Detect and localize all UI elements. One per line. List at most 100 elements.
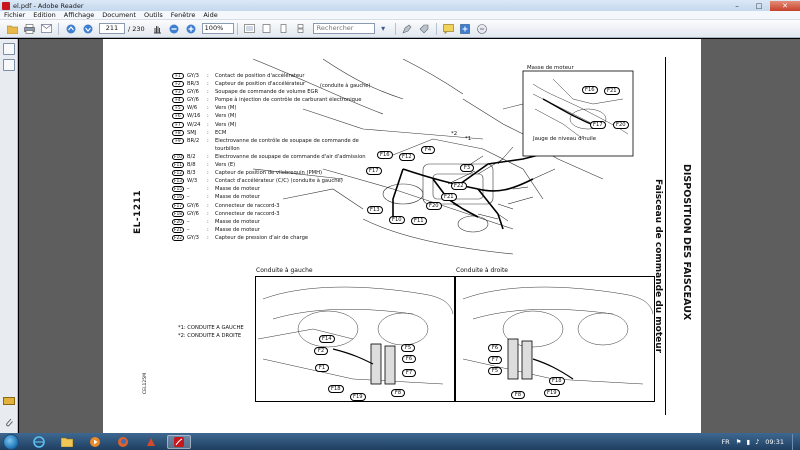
toolbar-separator	[435, 22, 437, 35]
toolbar-separator	[394, 22, 396, 35]
tray-volume-icon[interactable]: ♪	[755, 437, 760, 446]
legend-desc: tourbillon	[215, 145, 240, 152]
legend-desc: Capteur de pression d'air de charge	[215, 234, 309, 241]
callout: F19	[350, 393, 366, 401]
legend-desc: Electrovanne de contrôle de soupape de c…	[215, 137, 359, 144]
email-icon[interactable]	[40, 22, 53, 35]
callout: F18	[328, 385, 344, 393]
figure-code: CEL125M	[143, 373, 148, 394]
menu-document[interactable]: Document	[102, 11, 136, 19]
single-page-icon[interactable]	[277, 22, 290, 35]
adobe-reader-task-icon[interactable]	[167, 434, 191, 449]
side-rule	[665, 57, 666, 415]
firefox-icon[interactable]	[111, 435, 135, 449]
open-file-icon[interactable]	[6, 22, 19, 35]
legend-wire: B/3	[187, 170, 196, 177]
legend-desc: Vers (M)	[215, 121, 237, 128]
tag-icon[interactable]	[418, 22, 431, 35]
minimize-button[interactable]: –	[735, 1, 739, 10]
maximize-button[interactable]: □	[755, 1, 763, 10]
media-player-icon[interactable]	[83, 435, 107, 449]
callout: F20	[426, 202, 442, 210]
legend-row: F15–:Masse de moteur	[172, 186, 260, 193]
toolbar-separator	[236, 22, 238, 35]
legend-code: F20	[172, 218, 184, 225]
legend-wire: W/16	[187, 113, 201, 120]
legend-desc: Masse de moteur	[215, 218, 260, 225]
legend-desc: Connecteur de raccord-3	[215, 202, 280, 209]
hand-tool-icon[interactable]	[151, 22, 164, 35]
menu-fichier[interactable]: Fichier	[4, 11, 26, 19]
language-indicator[interactable]: FR	[721, 437, 730, 446]
menu-outils[interactable]: Outils	[143, 11, 163, 19]
callout-note: *2	[451, 131, 458, 137]
legend-wire: GY/6	[187, 97, 199, 104]
share-icon[interactable]	[459, 22, 472, 35]
previous-page-icon[interactable]	[64, 22, 77, 35]
start-button[interactable]	[3, 433, 19, 450]
winamp-icon[interactable]	[139, 435, 163, 449]
clock[interactable]: 09:31	[765, 437, 784, 446]
attachments-icon[interactable]	[4, 417, 14, 427]
bookmarks-icon[interactable]	[3, 59, 15, 71]
pages-thumbnail-icon[interactable]	[3, 43, 15, 55]
legend-desc: Capteur de position d'accélérateur	[215, 81, 306, 88]
callout: F12	[399, 153, 415, 161]
menu-affichage[interactable]: Affichage	[63, 11, 95, 19]
legend-code: F16	[172, 194, 184, 201]
callout: F5	[488, 367, 502, 375]
zoom-level-select[interactable]: 100%	[201, 23, 234, 34]
sign-icon[interactable]	[401, 22, 414, 35]
legend-wire: –	[187, 218, 190, 225]
section-title: DISPOSITION DES FAISCEAUX	[681, 164, 692, 321]
callout: F7	[488, 356, 502, 364]
continuous-page-icon[interactable]	[294, 22, 307, 35]
tray-network-icon[interactable]: ▮	[746, 437, 751, 446]
search-dropdown-icon[interactable]: ▾	[381, 24, 386, 33]
legend-row: F16–:Masse de moteur	[172, 194, 260, 201]
internet-explorer-icon[interactable]	[27, 435, 51, 449]
legend-code: F10	[172, 153, 184, 160]
close-button[interactable]: ✕	[770, 0, 800, 11]
page-number-input[interactable]: 211	[99, 23, 125, 34]
menu-fenetre[interactable]: Fenêtre	[170, 11, 196, 19]
legend-code: F5	[172, 105, 184, 112]
comment-icon[interactable]	[442, 22, 455, 35]
callout: F13	[367, 206, 383, 214]
legend-wire: GY/3	[187, 234, 199, 241]
print-icon[interactable]	[23, 22, 36, 35]
callout: F17	[590, 121, 606, 129]
search-input[interactable]: Rechercher	[312, 23, 375, 34]
callout: F1	[315, 364, 329, 372]
zoom-in-icon[interactable]	[185, 22, 198, 35]
legend-desc: ECM	[215, 129, 227, 136]
fit-page-icon[interactable]	[243, 22, 256, 35]
legend-wire: –	[187, 194, 190, 201]
zoom-out-icon[interactable]	[168, 22, 181, 35]
next-page-icon[interactable]	[81, 22, 94, 35]
legend-code: F2	[172, 81, 184, 88]
feedback-icon[interactable]	[476, 22, 489, 35]
menu-edition[interactable]: Edition	[33, 11, 56, 19]
comment-panel-icon[interactable]	[3, 397, 15, 405]
legend-note: (conduite à gauche)	[320, 83, 371, 89]
note-right-drive: *2: CONDUITE A DROITE	[178, 333, 242, 339]
tray-flag-icon[interactable]: ⚑	[735, 437, 742, 446]
fit-width-icon[interactable]	[260, 22, 273, 35]
file-explorer-icon[interactable]	[55, 435, 79, 449]
menu-aide[interactable]: Aide	[203, 11, 218, 19]
left-drive-panel	[255, 276, 455, 402]
window-title: el.pdf - Adobe Reader	[13, 1, 84, 10]
show-desktop-button[interactable]	[792, 433, 800, 450]
callout: F20	[613, 121, 629, 129]
